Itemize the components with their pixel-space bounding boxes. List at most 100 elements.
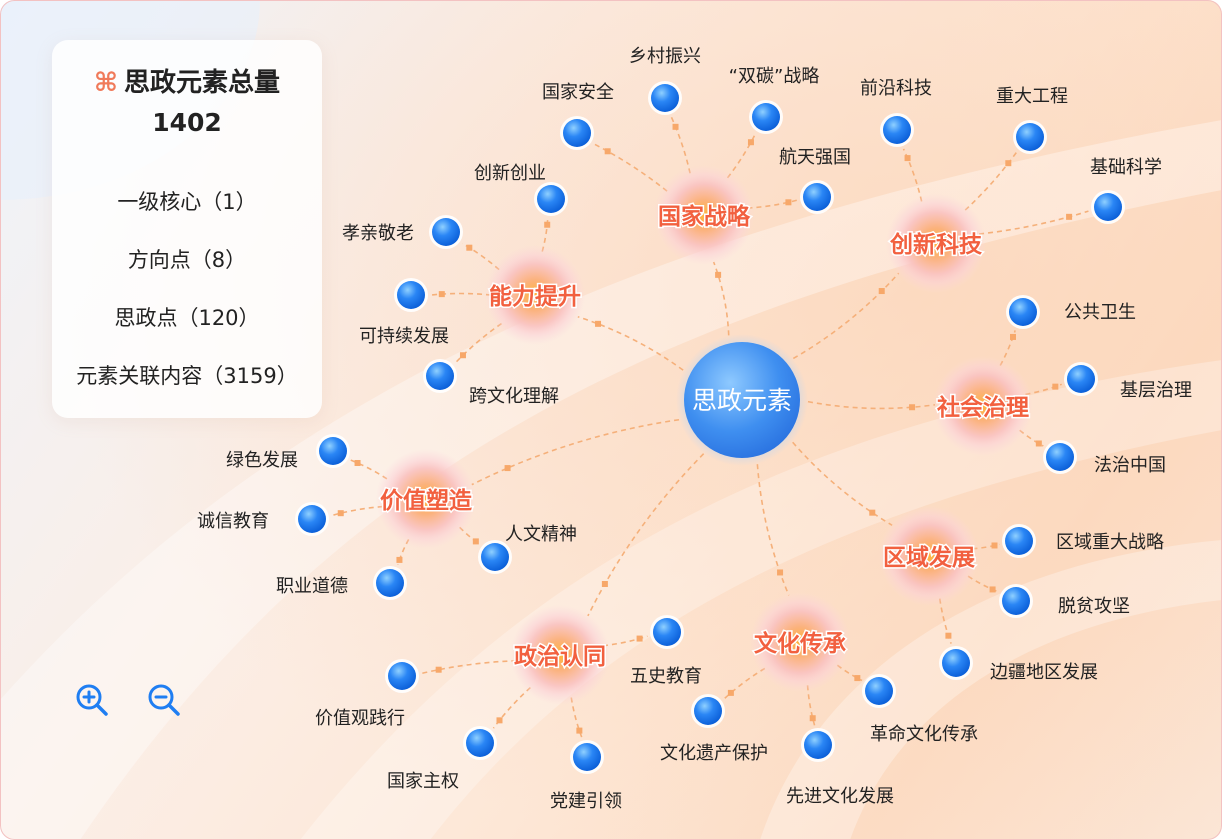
leaf-label: 航天强国 [779,147,851,168]
leaf-label: 孝亲敬老 [342,223,414,244]
leaf-node[interactable]: 五史教育 [630,615,702,687]
leaf-node[interactable]: 乡村振兴 [629,46,701,115]
leaf-node[interactable]: 价值观践行 [315,659,419,729]
category-to-leaf-link-marker [854,675,861,682]
category-to-leaf-link-marker [945,632,952,639]
category-node[interactable]: 价值塑造 [376,449,476,549]
leaf-ball [1016,123,1044,151]
leaf-node[interactable]: 孝亲敬老 [342,215,463,249]
leaf-ball [563,119,591,147]
category-to-leaf-link-marker [438,291,445,298]
category-label: 创新科技 [889,231,983,258]
leaf-label: 可持续发展 [359,326,449,347]
leaf-ball [865,677,893,705]
leaf-ball [651,84,679,112]
leaf-node[interactable]: 脱贫攻坚 [999,584,1130,618]
category-to-leaf-link-marker [672,123,679,130]
leaf-node[interactable]: 国家主权 [387,726,497,792]
leaf-node[interactable]: 基础科学 [1090,157,1162,224]
category-node[interactable]: 社会治理 [933,356,1033,456]
category-to-leaf-link [978,210,1089,235]
leaf-node[interactable]: 革命文化传承 [862,674,978,745]
center-node[interactable]: 思政元素 [676,334,808,466]
category-node[interactable]: 文化传承 [750,592,850,692]
leaf-node[interactable]: 航天强国 [779,147,851,214]
leaf-ball [573,743,601,771]
leaf-node[interactable]: 先进文化发展 [786,728,894,807]
category-label: 能力提升 [489,283,581,310]
category-to-leaf-link-marker [747,139,754,146]
leaf-node[interactable]: 创新创业 [474,163,568,216]
leaf-label: 人文精神 [505,524,577,545]
leaf-ball [804,731,832,759]
stat-direction: 方向点（8） [127,248,247,272]
leaf-ball [942,649,970,677]
leaf-ball [752,103,780,131]
category-to-leaf-link-marker [989,586,996,593]
category-to-leaf-link-marker [396,556,403,563]
leaf-node[interactable]: 党建引领 [550,740,622,812]
category-to-leaf-link [454,322,502,364]
category-to-leaf-link-marker [636,635,643,642]
category-to-leaf-link-marker [1066,213,1073,220]
leaf-label: 前沿科技 [860,78,932,99]
stats-title-text: 思政元素总量 [124,68,281,98]
category-to-leaf-link-marker [466,244,473,251]
leaf-ball [466,729,494,757]
leaf-node[interactable]: 文化遗产保护 [660,694,768,764]
stat-core: 一级核心（1） [117,190,257,214]
leaf-label: 重大工程 [996,86,1068,107]
category-glow [485,245,585,345]
category-node[interactable]: 能力提升 [485,245,585,345]
leaf-node[interactable]: 重大工程 [996,86,1068,154]
category-to-leaf-link [430,292,492,296]
zoom-out-icon[interactable] [146,682,182,718]
leaf-node[interactable]: 法治中国 [1043,440,1166,476]
leaf-ball [803,183,831,211]
leaf-node[interactable]: 公共卫生 [1006,295,1136,329]
leaf-node[interactable]: 国家安全 [542,82,614,150]
leaf-node[interactable]: 区域重大战略 [1002,524,1164,558]
category-node[interactable]: 国家战略 [654,165,754,265]
leaf-node[interactable]: “双碳”战略 [729,66,820,134]
leaf-label: 跨文化理解 [469,386,559,407]
leaf-ball [298,505,326,533]
leaf-node[interactable]: 可持续发展 [359,278,449,347]
leaf-label: 国家主权 [387,771,459,792]
leaf-ball [1046,443,1074,471]
category-node[interactable]: 区域发展 [879,506,979,606]
leaf-label: 创新创业 [474,163,546,184]
center-to-category-link [577,315,684,371]
category-to-leaf-link-marker [354,459,361,466]
leaf-node[interactable]: 边疆地区发展 [939,646,1098,683]
category-to-leaf-link-marker [727,689,734,696]
leaf-label: 绿色发展 [226,450,298,471]
category-to-leaf-link-marker [1052,383,1059,390]
category-to-leaf-link [421,659,517,675]
category-node[interactable]: 创新科技 [886,193,986,293]
center-to-category-link [756,464,790,596]
category-node[interactable]: 政治认同 [510,605,610,705]
leaf-node[interactable]: 跨文化理解 [423,359,559,407]
leaf-node[interactable]: 绿色发展 [226,434,350,471]
center-ball [684,342,800,458]
category-to-leaf-link-marker [472,538,479,545]
leaf-node[interactable]: 职业道德 [276,566,407,600]
leaf-label: 党建引领 [550,791,622,812]
center-to-category-link-marker [878,288,885,295]
leaf-node[interactable]: 前沿科技 [860,78,932,147]
leaf-ball [319,437,347,465]
center-to-category-link-marker [595,320,602,327]
category-label: 国家战略 [658,203,751,230]
leaf-node[interactable]: 诚信教育 [197,502,329,536]
zoom-in-icon[interactable] [74,682,110,718]
leaf-node[interactable]: 人文精神 [478,524,577,574]
center-to-category-link-marker [504,465,511,472]
leaf-ball [426,362,454,390]
leaf-node[interactable]: 基层治理 [1064,362,1192,401]
leaf-ball [1002,587,1030,615]
category-label: 文化传承 [754,630,846,657]
category-to-leaf-link-marker [576,727,583,734]
center-to-category-link-marker [715,271,722,278]
